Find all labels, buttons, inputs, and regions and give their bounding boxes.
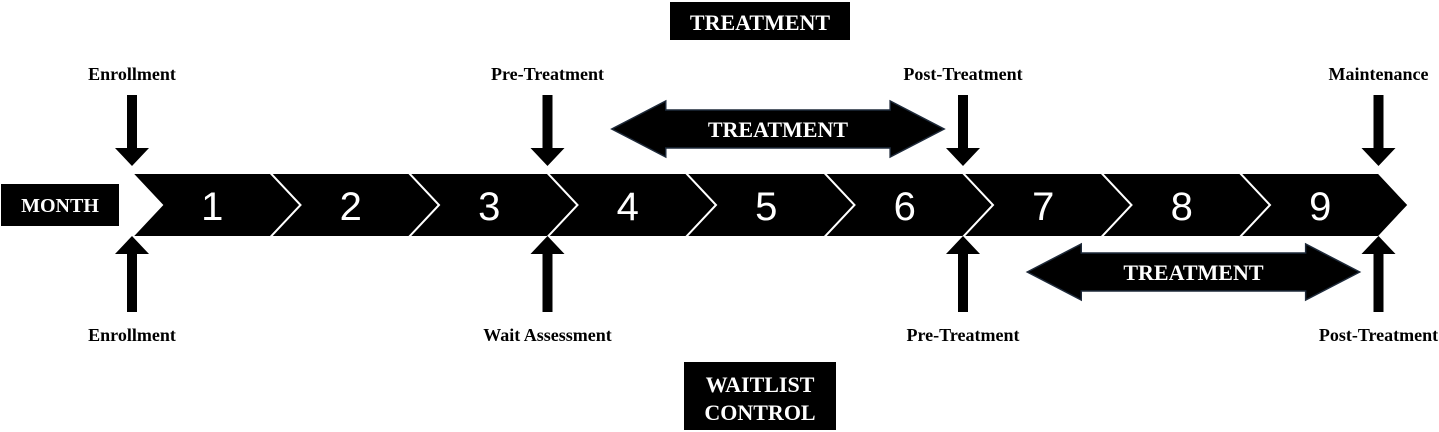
top-milestone: Enrollment	[88, 64, 176, 166]
waitlist-group-label-line1: WAITLIST	[706, 372, 815, 397]
bottom-milestone-arrow-icon	[115, 236, 149, 312]
top-milestone: Maintenance	[1329, 64, 1429, 166]
waitlist-group-label-line2: CONTROL	[704, 400, 815, 425]
top-milestone-arrow-icon	[1361, 95, 1396, 166]
top-treatment-double-arrow-shape	[610, 99, 946, 159]
waitlist-group-header: WAITLIST CONTROL	[684, 362, 836, 430]
bottom-treatment-arrow: TREATMENT	[1025, 242, 1362, 302]
month-chevrons: 1 2 3 4 5 6 7 8 9	[129, 172, 1410, 238]
top-milestone: Pre-Treatment	[491, 64, 604, 166]
month-number: 4	[617, 185, 639, 229]
top-milestones: Enrollment Pre-Treatment Post-Treatment Mai…	[88, 64, 1429, 166]
month-axis-label: MONTH	[1, 184, 119, 226]
month-chevron-1: 1	[129, 172, 302, 238]
bottom-treatment-arrow-label: TREATMENT	[1123, 260, 1263, 285]
bottom-milestone-label: Wait Assessment	[483, 325, 612, 345]
bottom-milestone: Enrollment	[88, 236, 176, 345]
month-number: 3	[478, 185, 500, 229]
month-label: MONTH	[21, 195, 99, 217]
bottom-milestone: Pre-Treatment	[907, 236, 1020, 345]
bottom-milestone-label: Enrollment	[88, 325, 176, 345]
month-number: 6	[894, 185, 916, 229]
month-chevron-6: 6	[822, 172, 995, 238]
top-treatment-arrow: TREATMENT	[610, 99, 946, 159]
bottom-milestone-arrow-icon	[1361, 236, 1396, 312]
top-milestone-label: Enrollment	[88, 64, 176, 84]
top-milestone-label: Pre-Treatment	[491, 64, 604, 84]
month-number: 5	[755, 185, 777, 229]
bottom-milestones: Enrollment Wait Assessment Pre-Treatment Po…	[88, 236, 1438, 345]
month-number: 1	[201, 185, 223, 229]
top-milestone-label: Post-Treatment	[903, 64, 1022, 84]
treatment-group-label: TREATMENT	[690, 10, 830, 35]
bottom-milestone-label: Pre-Treatment	[907, 325, 1020, 345]
month-number: 8	[1171, 185, 1193, 229]
top-milestone-arrow-icon	[115, 95, 149, 166]
bottom-milestone-label: Post-Treatment	[1319, 325, 1438, 345]
bottom-milestone-arrow-icon	[530, 236, 565, 312]
top-milestone-label: Maintenance	[1329, 64, 1429, 84]
month-number: 7	[1032, 185, 1054, 229]
bottom-milestone: Wait Assessment	[483, 236, 612, 345]
top-milestone-arrow-icon	[946, 95, 980, 166]
top-milestone-arrow-icon	[530, 95, 565, 166]
month-chevron-2: 2	[268, 172, 441, 238]
month-chevron-4: 4	[545, 172, 718, 238]
top-milestone: Post-Treatment	[903, 64, 1023, 166]
bottom-treatment-double-arrow-shape	[1025, 242, 1362, 302]
treatment-group-header: TREATMENT	[670, 2, 850, 40]
month-chevron-5: 5	[683, 172, 856, 238]
bottom-milestone-arrow-icon	[946, 236, 980, 312]
month-number: 9	[1309, 185, 1331, 229]
top-treatment-arrow-label: TREATMENT	[708, 117, 848, 142]
bottom-milestone: Post-Treatment	[1319, 236, 1438, 345]
month-number: 2	[340, 185, 362, 229]
